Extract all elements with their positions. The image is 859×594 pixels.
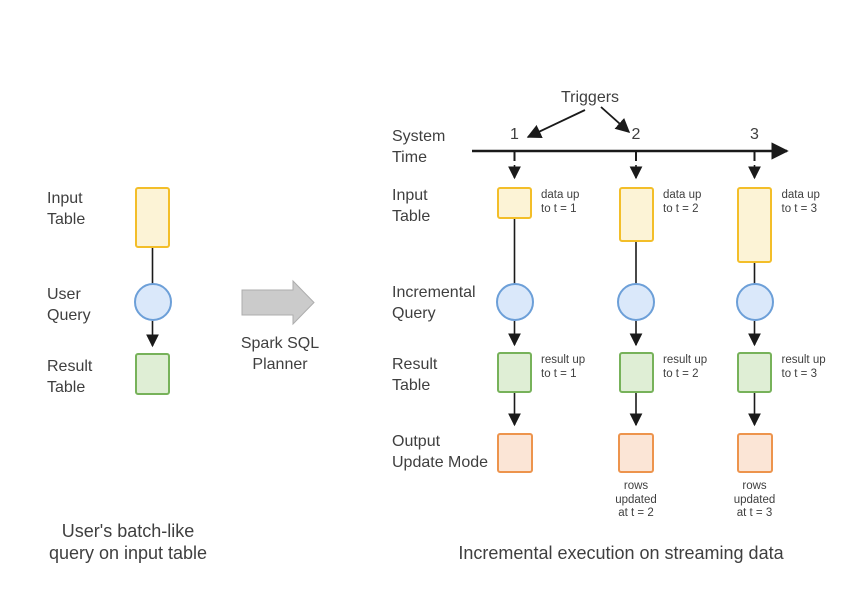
trigger-arrow-2: [600, 106, 631, 133]
tick-number-3: 3: [750, 126, 759, 143]
result-table-box-t2: [618, 352, 654, 393]
triggers-label: Triggers: [560, 89, 620, 106]
incremental-query-circle-t2: [617, 283, 655, 321]
left-input-table-label: Input Table: [47, 190, 86, 228]
incremental-query-circle-t1: [495, 283, 534, 321]
output-box-t2: [618, 433, 654, 473]
input-table-box-t3: [737, 187, 772, 263]
result-table-box-t3: [737, 352, 772, 393]
left-result-table-box: [135, 353, 170, 395]
input-table-box-t1: [497, 187, 532, 219]
planner-transform-arrow: [241, 279, 315, 326]
output-update-mode-label: Output Update Mode: [392, 433, 489, 471]
left-user-query-label: User Query: [47, 286, 91, 324]
left-input-table-box: [135, 187, 170, 248]
output-box-t1: [496, 433, 533, 473]
spark-sql-planner-label: Spark SQL Planner: [240, 335, 320, 373]
left-result-table-label: Result Table: [47, 358, 93, 396]
data-note-t1: data up to t = 1: [541, 189, 580, 215]
left-user-query-circle: [133, 283, 172, 321]
left-caption: User's batch-like query on input table: [48, 521, 208, 563]
data-note-t3: data up to t = 3: [781, 189, 820, 215]
rows-note-t2: rows updated at t = 2: [615, 480, 657, 519]
result-note-t2: result up to t = 2: [663, 354, 708, 380]
tick-number-1: 1: [510, 126, 519, 143]
right-caption: Incremental execution on streaming data: [458, 543, 784, 563]
system-time-label: System Time: [392, 128, 446, 166]
rows-note-t3: rows updated at t = 3: [733, 480, 776, 519]
result-note-t3: result up to t = 3: [781, 354, 826, 380]
result-table-box-t1: [497, 352, 532, 393]
data-note-t2: data up to t = 2: [663, 189, 702, 215]
incremental-query-circle-t3: [735, 283, 774, 321]
output-box-t3: [736, 433, 773, 473]
trigger-arrow-1: [526, 109, 586, 138]
result-note-t1: result up to t = 1: [541, 354, 586, 380]
input-table-box-t2: [618, 187, 654, 242]
right-input-table-label: Input Table: [392, 187, 431, 225]
tick-number-2: 2: [631, 126, 641, 143]
incremental-query-label: Incremental Query: [392, 284, 476, 322]
right-result-table-label: Result Table: [392, 356, 438, 394]
